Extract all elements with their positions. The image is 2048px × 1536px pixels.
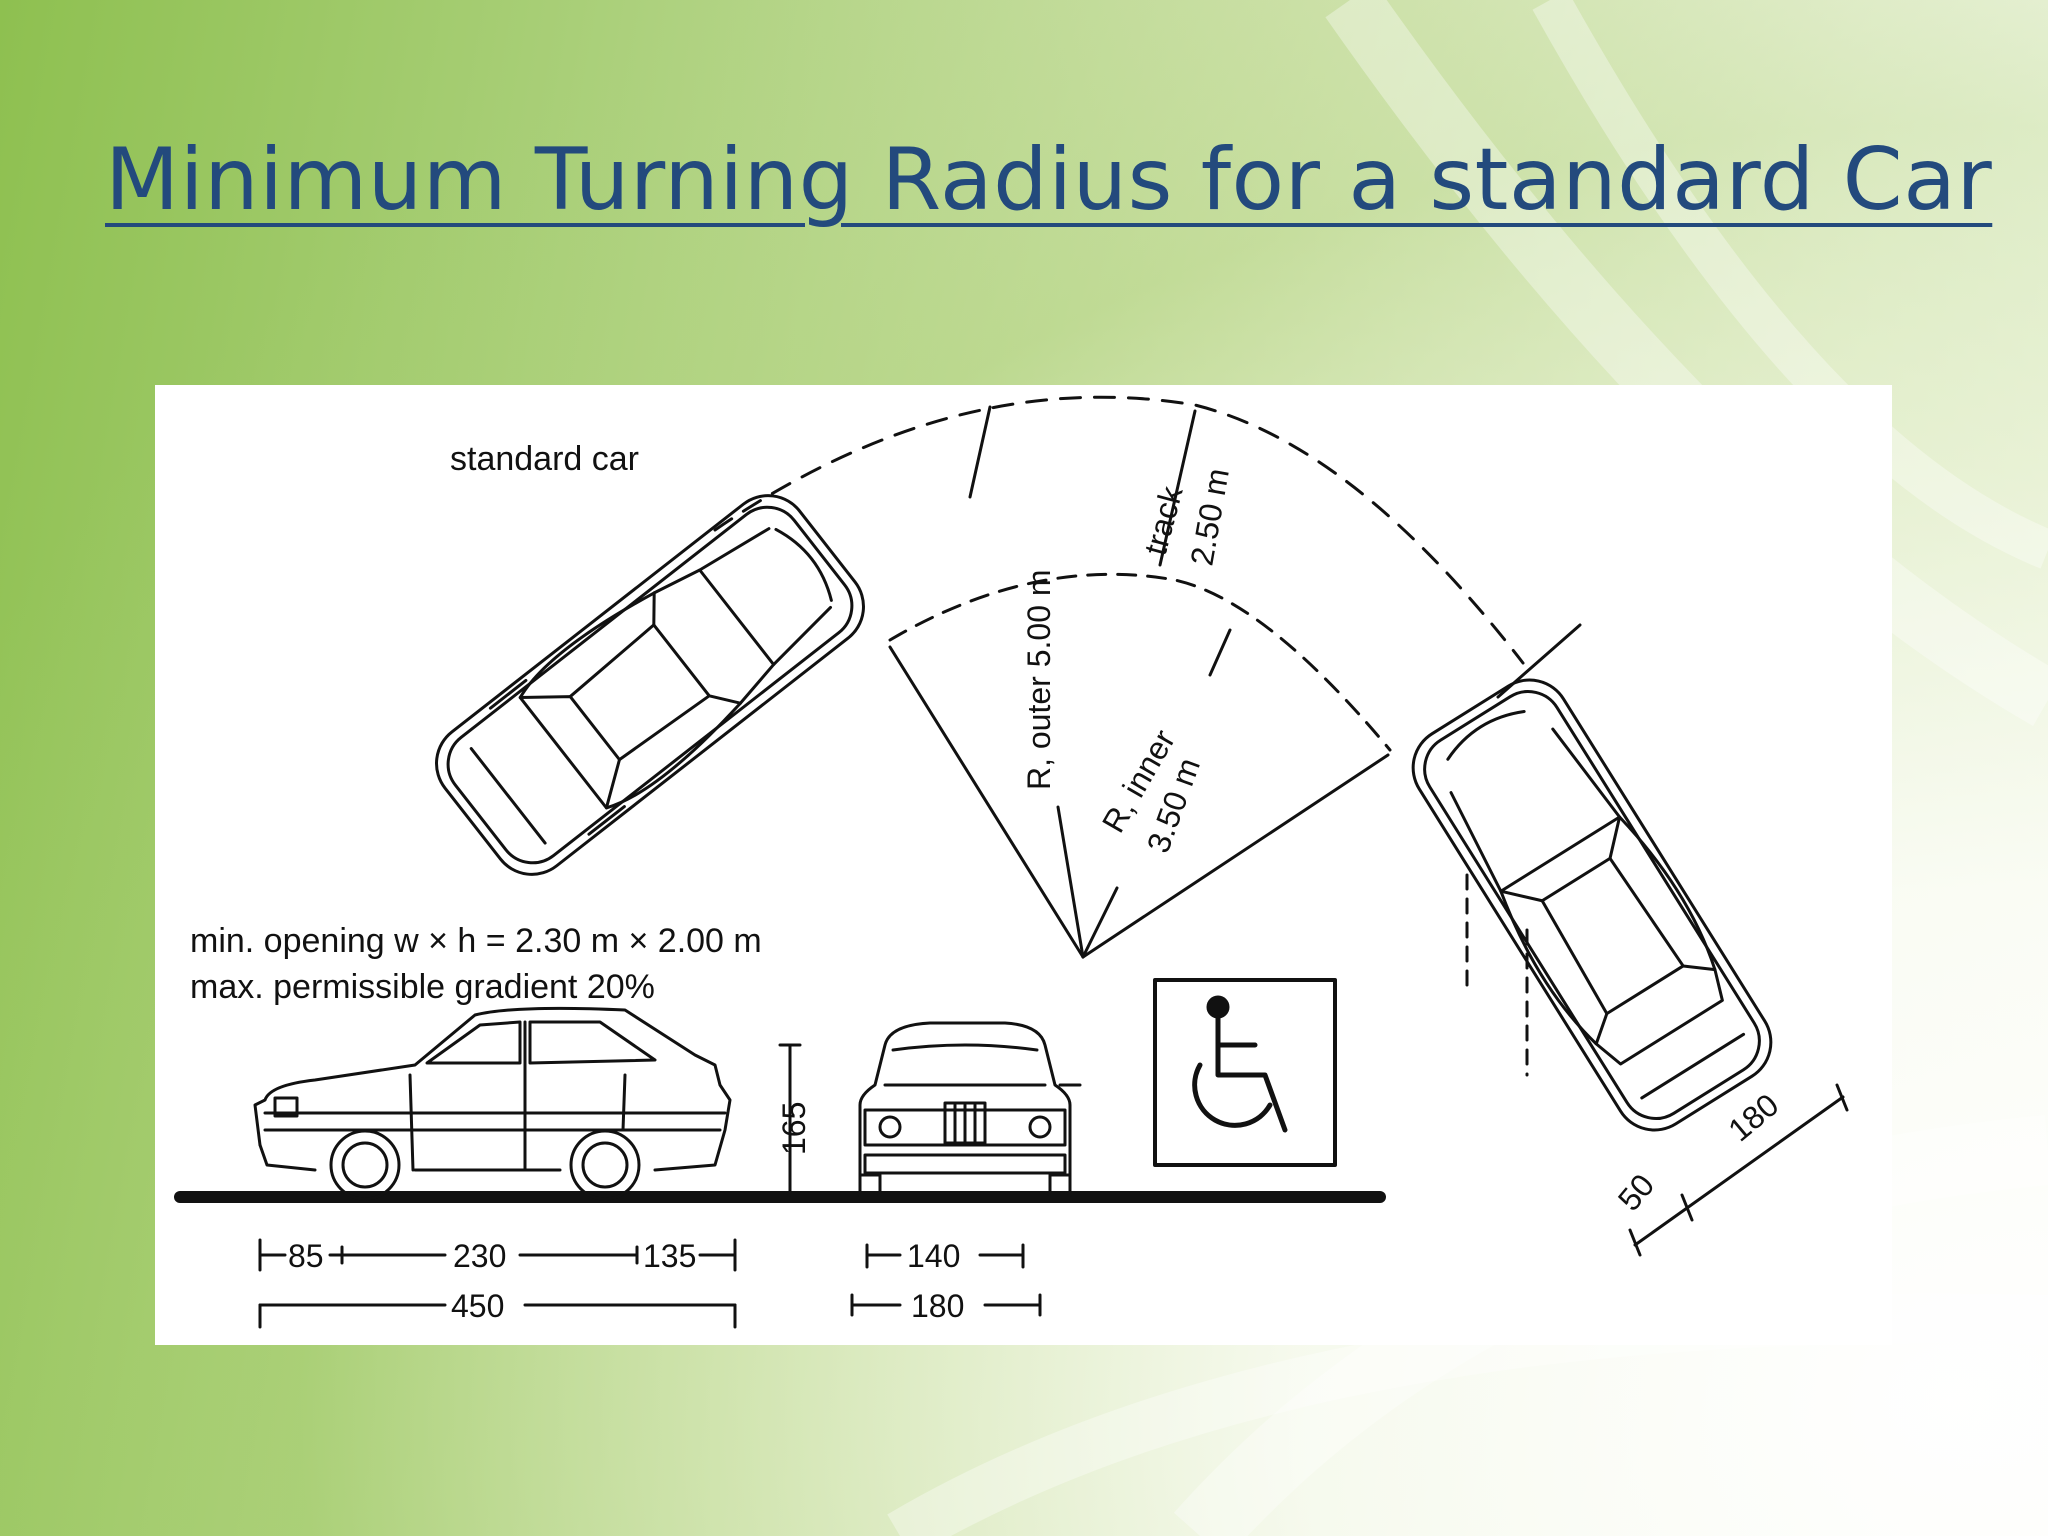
radius-line-outer [968,405,992,499]
opening-text: min. opening w × h = 2.30 m × 2.00 m [190,922,762,960]
radius-line-right [1081,753,1390,959]
right-clearance-dimension: 50 [1611,1167,1661,1217]
outer-radius-arc [713,395,1525,665]
wheelbase-dimension: 230 [453,1238,506,1274]
slide-title: Minimum Turning Radius for a standard Ca… [105,130,1993,230]
track-label: track [1137,482,1190,559]
radius-line-outer-2 [1056,805,1085,959]
total-length-dimension: 450 [451,1288,504,1324]
gradient-text: max. permissible gradient 20% [190,968,655,1006]
accessibility-sign [1153,978,1337,1167]
track-tick-1 [1158,409,1197,567]
track-value: 2.50 m [1183,466,1235,569]
car-plan-view-left [435,494,865,876]
car-label: standard car [450,440,639,478]
radius-line-inner [1081,886,1119,959]
radius-outer-label: R, outer 5.00 m [1021,569,1057,790]
car-plan-view-right [1411,678,1773,1132]
rear-overhang-dimension: 135 [643,1238,696,1274]
turning-radius-figure: standard car R, outer 5.00 m track 2.50 … [155,385,1892,1345]
wheelchair-accessibility-icon [1192,995,1288,1133]
height-dimension: 165 [776,1102,812,1155]
car-side-view [253,1006,732,1201]
front-width-dimension: 180 [911,1288,964,1324]
inner-radius-arc [888,572,1392,752]
front-track-dimension: 140 [907,1238,960,1274]
turning-radius-diagram: standard car R, outer 5.00 m track 2.50 … [174,395,1849,1329]
front-overhang-dimension: 85 [288,1238,324,1274]
right-width-dimension: 180 [1721,1086,1785,1148]
radius-line-left [888,645,1085,959]
track-tick-2 [1208,628,1232,677]
car-front-view [858,1021,1082,1197]
